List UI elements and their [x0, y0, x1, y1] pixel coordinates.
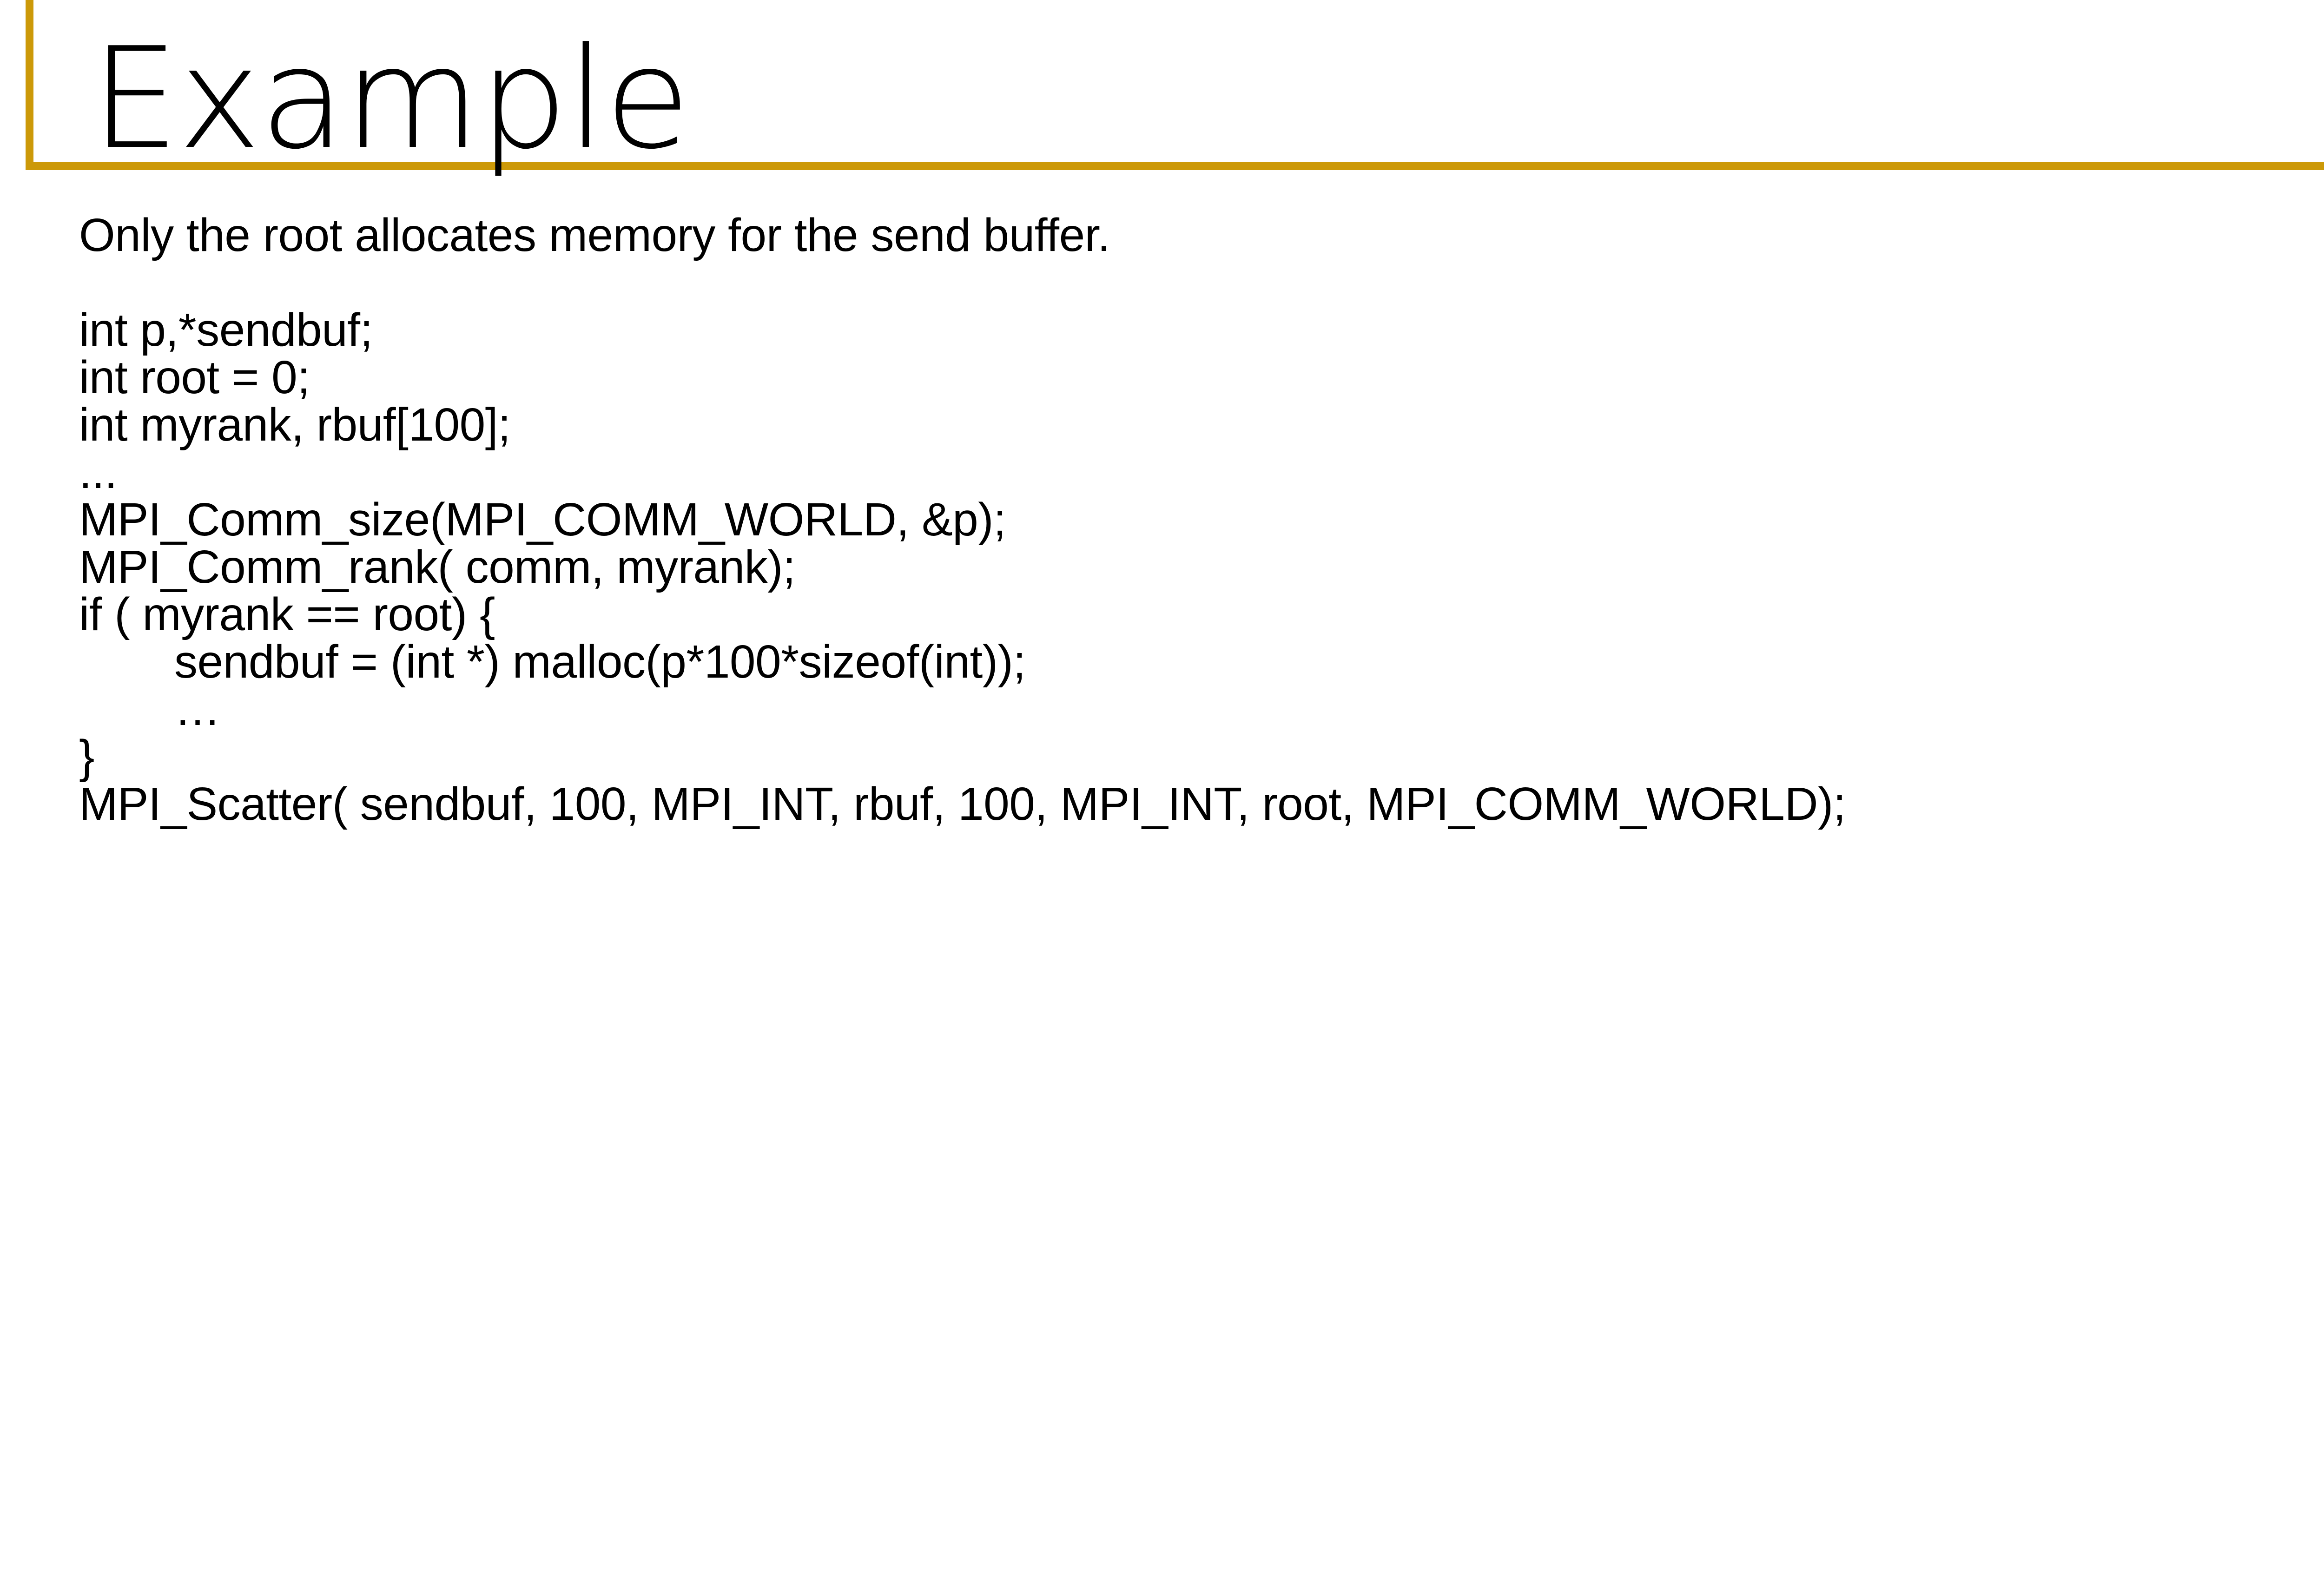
code-line: int root = 0;: [79, 351, 310, 403]
intro-text: Only the root allocates memory for the s…: [79, 209, 1110, 261]
code-line: MPI_Comm_rank( comm, myrank);: [79, 541, 796, 593]
title-accent-rule-horizontal: [26, 162, 2324, 170]
code-line-scatter-call: MPI_Scatter( sendbuf, 100, MPI_INT, rbuf…: [79, 778, 1846, 830]
code-line: [79, 259, 2319, 306]
page-title: Example: [91, 18, 691, 180]
code-line: }: [79, 731, 94, 783]
code-line: …: [174, 683, 221, 735]
code-line: if ( myrank == root) {: [79, 588, 495, 640]
slide-body: Only the root allocates memory for the s…: [79, 211, 2319, 828]
title-accent-rule-vertical: [26, 0, 33, 170]
code-line: ...: [79, 446, 117, 498]
code-line: int p,*sendbuf;: [79, 304, 373, 356]
code-line: MPI_Comm_size(MPI_COMM_WORLD, &p);: [79, 494, 1006, 546]
code-line: sendbuf = (int *) malloc(p*100*sizeof(in…: [174, 636, 1026, 688]
code-line: int myrank, rbuf[100];: [79, 399, 511, 451]
